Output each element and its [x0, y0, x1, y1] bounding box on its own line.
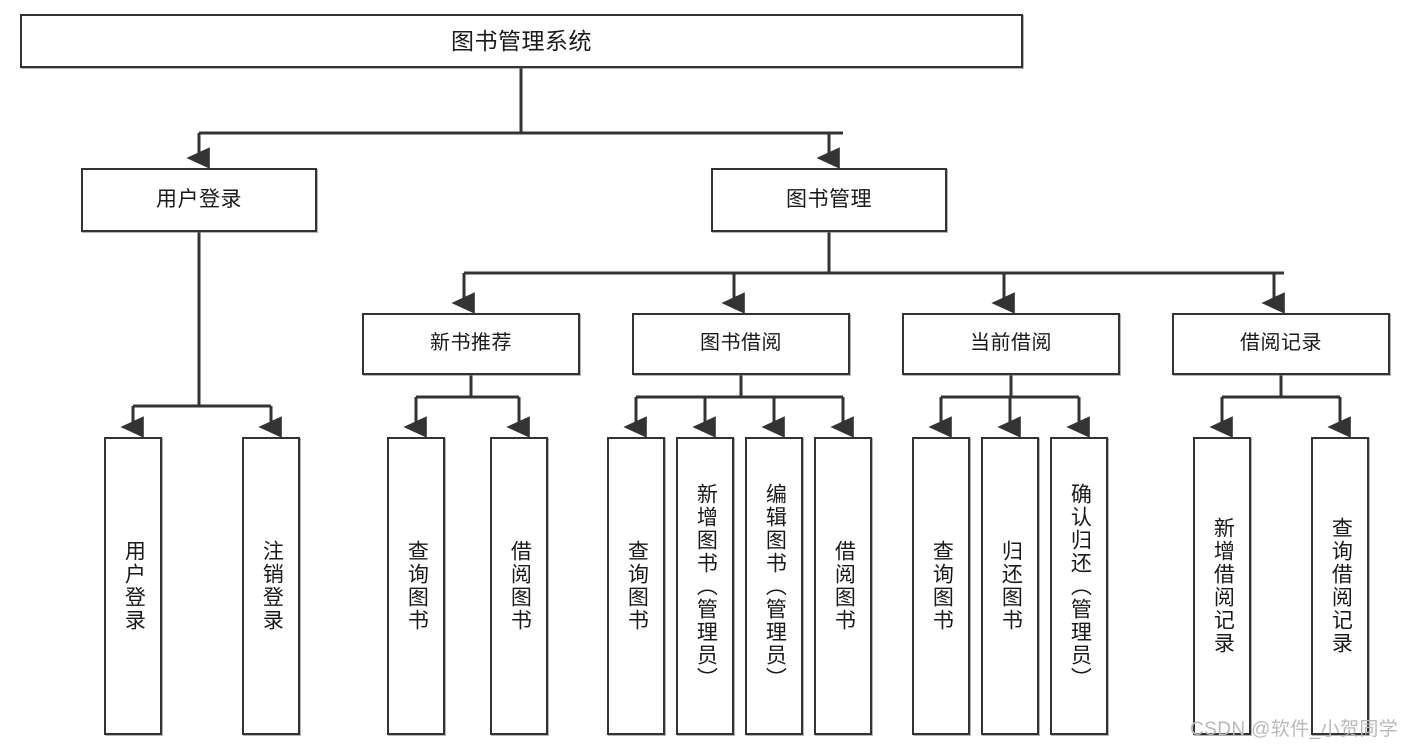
- node-book-borrow[interactable]: 图书借阅: [632, 313, 850, 375]
- node-borrow-record[interactable]: 借阅记录: [1172, 313, 1390, 375]
- node-label: 查询图书: [405, 540, 429, 632]
- leaf-user-login[interactable]: 用户登录: [104, 437, 162, 735]
- node-label: 查询图书: [625, 540, 649, 632]
- node-label: 图书管理系统: [451, 27, 592, 54]
- node-label: 图书管理: [786, 187, 872, 211]
- node-label: 借阅记录: [1240, 332, 1322, 355]
- node-book-management[interactable]: 图书管理: [711, 168, 947, 232]
- node-label: 查询图书: [930, 540, 954, 632]
- node-label: 借阅图书: [832, 540, 856, 632]
- node-label: 用户登录: [122, 540, 146, 632]
- node-label: 归还图书: [999, 540, 1023, 632]
- node-new-book-recommend[interactable]: 新书推荐: [362, 313, 580, 375]
- watermark: CSDN @软件_小贺同学: [1190, 719, 1399, 740]
- node-label: 新书推荐: [430, 332, 512, 355]
- node-root-system[interactable]: 图书管理系统: [20, 14, 1023, 68]
- leaf-confirm-return-admin[interactable]: 确认归还（管理员）: [1050, 437, 1108, 735]
- leaf-query-borrow-record[interactable]: 查询借阅记录: [1311, 437, 1369, 735]
- leaf-borrow-book-recommend[interactable]: 借阅图书: [490, 437, 548, 735]
- node-label: 确认归还（管理员）: [1068, 482, 1092, 690]
- node-label: 用户登录: [156, 187, 242, 211]
- node-label: 新增图书（管理员）: [694, 482, 718, 690]
- node-label: 当前借阅: [970, 332, 1052, 355]
- leaf-add-borrow-record[interactable]: 新增借阅记录: [1193, 437, 1251, 735]
- node-label: 借阅图书: [508, 540, 532, 632]
- leaf-query-book-current[interactable]: 查询图书: [912, 437, 970, 735]
- node-label: 新增借阅记录: [1211, 517, 1235, 655]
- node-label: 查询借阅记录: [1329, 517, 1353, 655]
- leaf-logout[interactable]: 注销登录: [242, 437, 300, 735]
- leaf-edit-book-admin[interactable]: 编辑图书（管理员）: [745, 437, 803, 735]
- node-label: 编辑图书（管理员）: [763, 482, 787, 690]
- node-label: 图书借阅: [700, 332, 782, 355]
- leaf-return-book[interactable]: 归还图书: [981, 437, 1039, 735]
- leaf-query-book-recommend[interactable]: 查询图书: [387, 437, 445, 735]
- node-label: 注销登录: [260, 540, 284, 632]
- node-current-borrow[interactable]: 当前借阅: [902, 313, 1120, 375]
- leaf-query-book-borrow[interactable]: 查询图书: [607, 437, 665, 735]
- leaf-borrow-book[interactable]: 借阅图书: [814, 437, 872, 735]
- node-user-login[interactable]: 用户登录: [81, 168, 317, 232]
- leaf-add-book-admin[interactable]: 新增图书（管理员）: [676, 437, 734, 735]
